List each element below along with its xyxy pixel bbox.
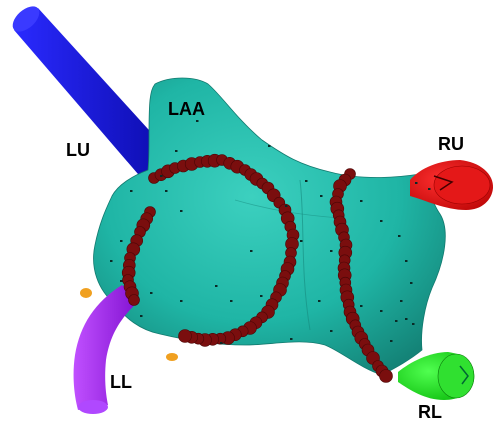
lesion-point	[380, 370, 393, 383]
surface-point	[120, 240, 123, 242]
surface-point	[180, 210, 183, 212]
surface-point	[130, 190, 133, 192]
surface-point	[360, 305, 363, 307]
surface-point	[305, 180, 308, 182]
surface-point	[300, 240, 303, 242]
surface-point	[412, 323, 415, 325]
surface-point	[360, 200, 363, 202]
surface-point	[400, 300, 403, 302]
surface-point	[165, 190, 168, 192]
surface-point	[320, 195, 323, 197]
lesion-point	[179, 330, 192, 343]
surface-point	[290, 338, 293, 340]
laa-label: LAA	[168, 100, 205, 118]
surface-point	[160, 175, 163, 177]
surface-point	[150, 292, 153, 294]
surface-point	[318, 300, 321, 302]
surface-point	[268, 145, 271, 147]
surface-point	[395, 320, 398, 322]
surface-point	[285, 205, 288, 207]
surface-point	[330, 250, 333, 252]
surface-point	[410, 282, 413, 284]
surface-point	[220, 342, 223, 344]
surface-point	[140, 315, 143, 317]
surface-point	[260, 295, 263, 297]
surface-point	[330, 330, 333, 332]
rl-label: RL	[418, 403, 442, 421]
surface-point	[110, 260, 113, 262]
surface-point	[390, 340, 393, 342]
lu-label: LU	[66, 141, 90, 159]
surface-point	[120, 280, 123, 282]
ll-vein	[74, 285, 140, 414]
surface-point	[380, 220, 383, 222]
surface-point	[215, 285, 218, 287]
surface-point	[180, 300, 183, 302]
surface-point	[405, 260, 408, 262]
surface-point	[175, 150, 178, 152]
surface-point	[415, 182, 418, 184]
surface-point	[405, 318, 408, 320]
surface-point	[230, 300, 233, 302]
ru-label: RU	[438, 135, 464, 153]
surface-point	[196, 120, 199, 122]
lesion-point	[129, 295, 140, 306]
surface-point	[428, 188, 431, 190]
surface-point	[398, 235, 401, 237]
surface-point	[250, 250, 253, 252]
surface-point	[380, 310, 383, 312]
ll-label: LL	[110, 373, 132, 391]
